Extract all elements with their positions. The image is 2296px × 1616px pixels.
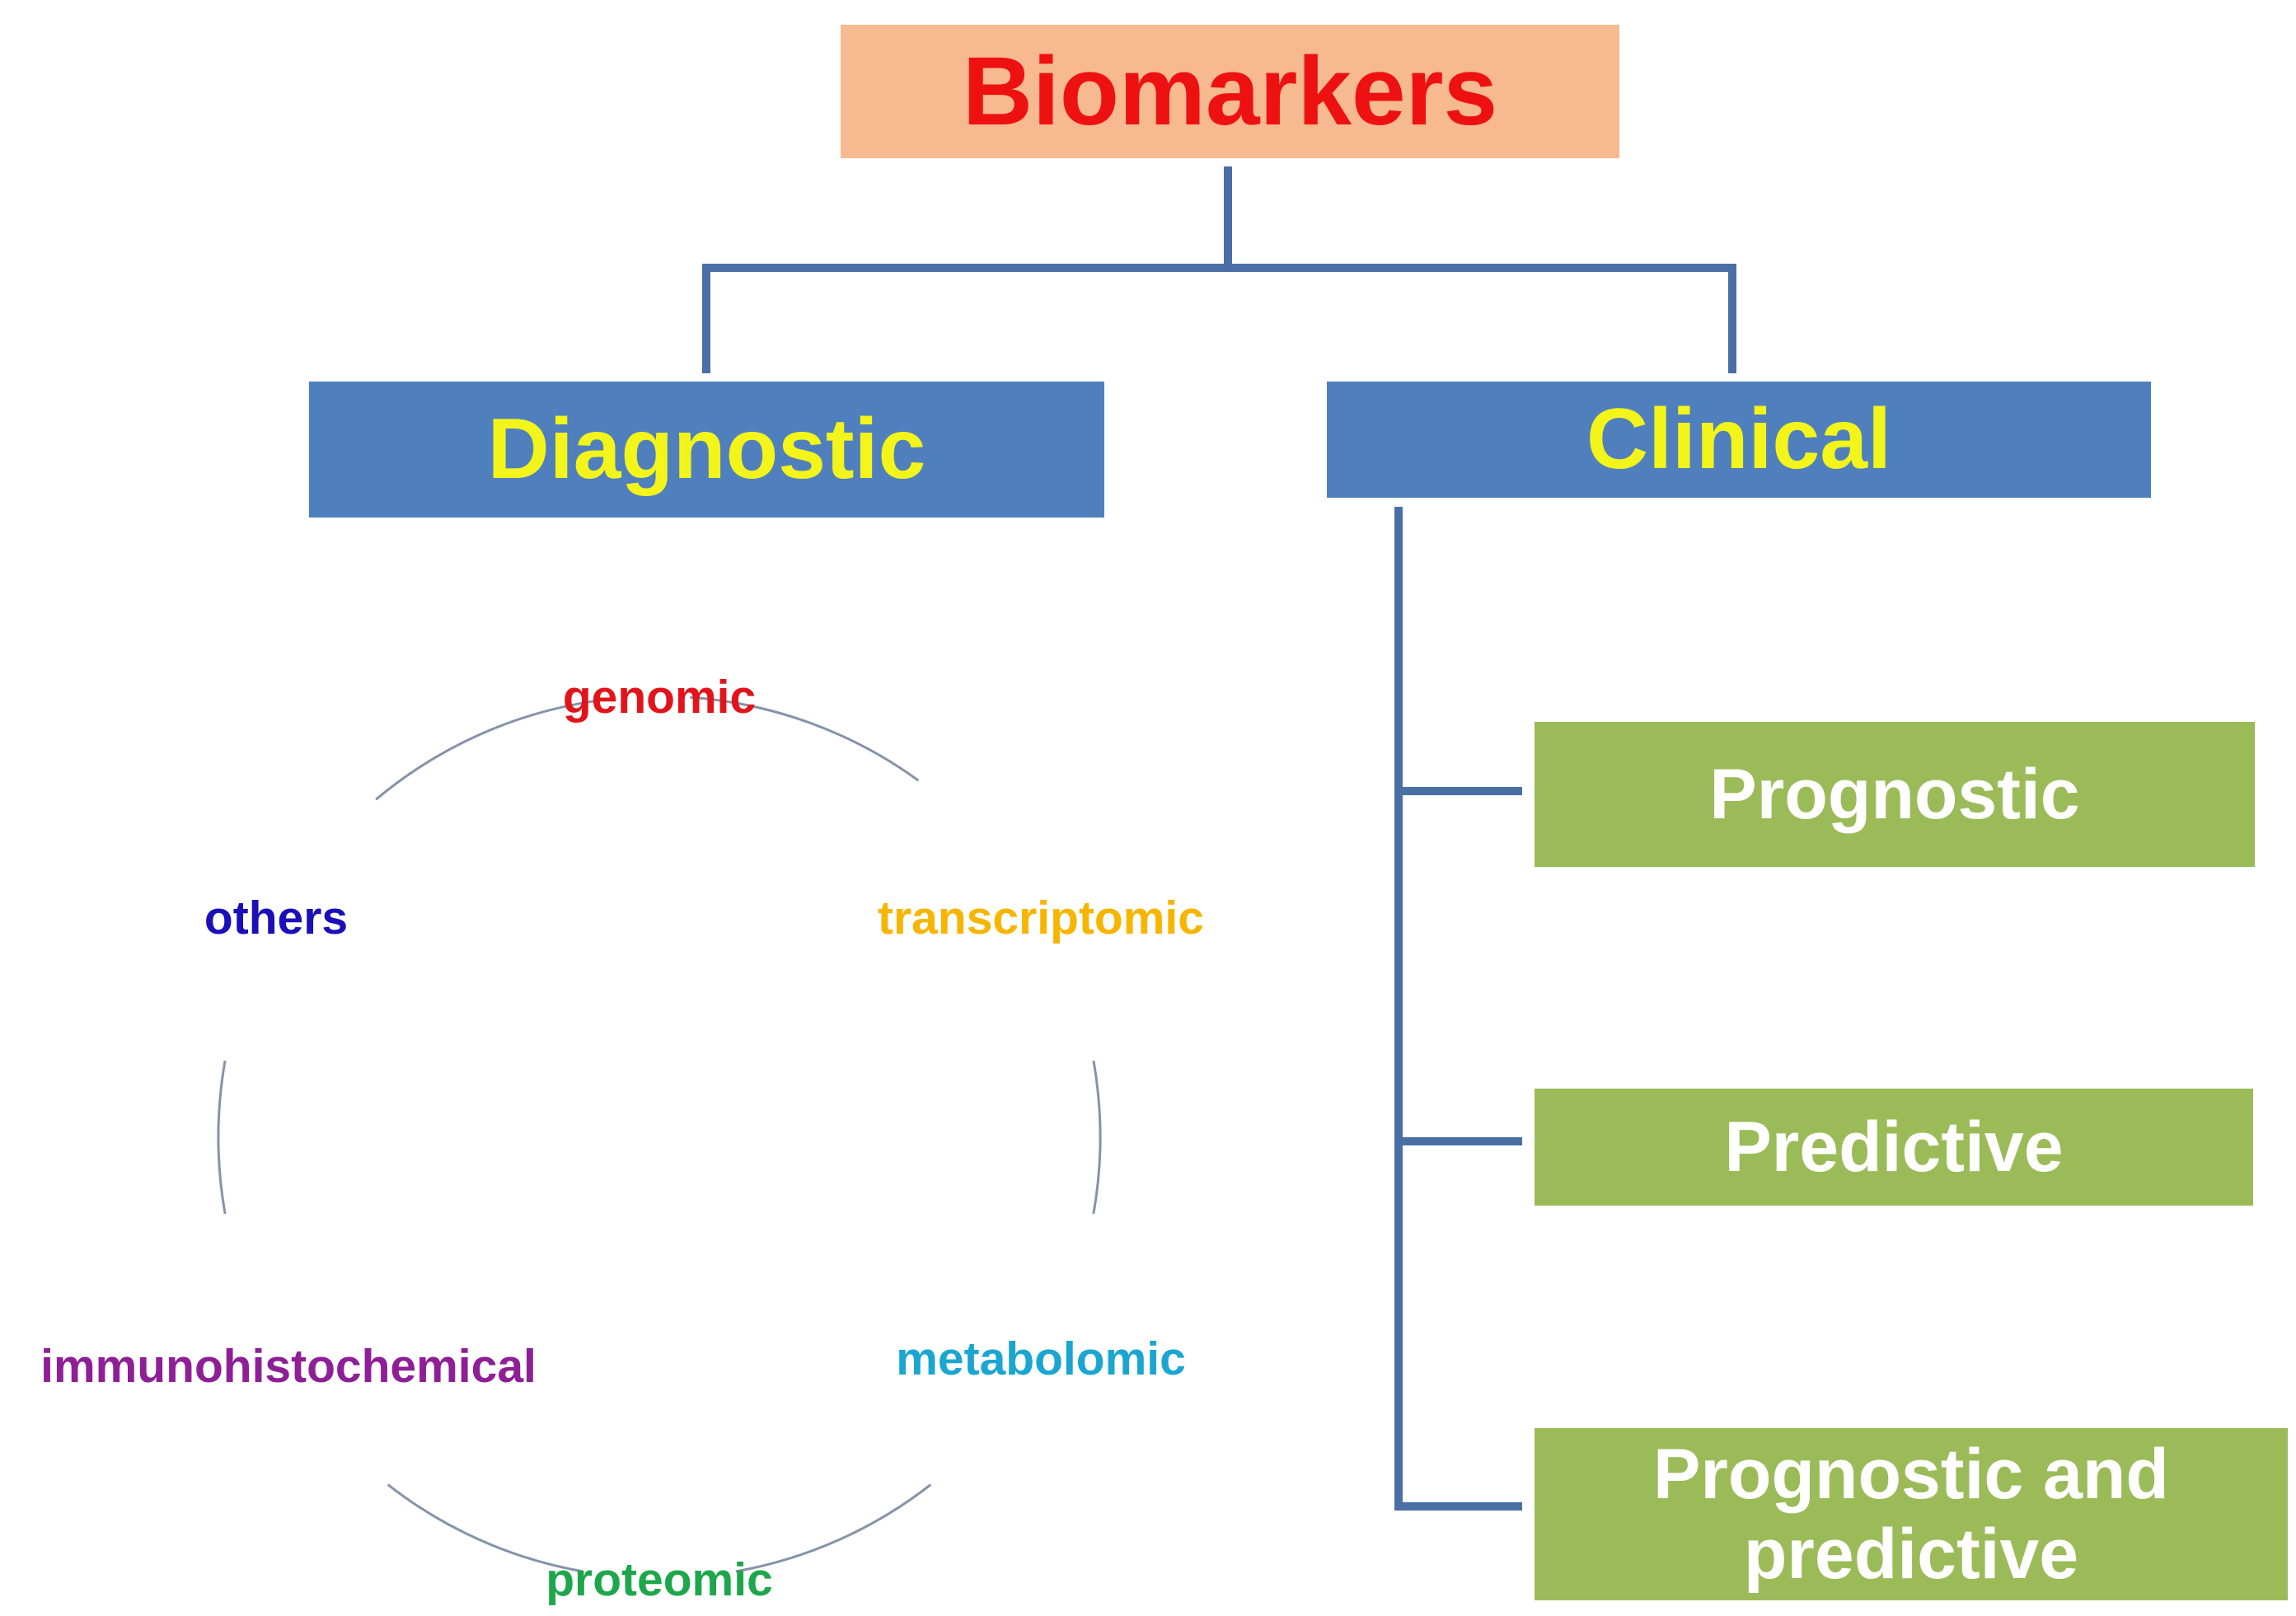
cycle-label-genomic: genomic: [562, 671, 757, 724]
clinical-label: Clinical: [1586, 391, 1891, 487]
clinical-box: Clinical: [1327, 382, 2151, 498]
arc-genomic-transcriptomic: [690, 696, 920, 782]
predictive-label: Predictive: [1724, 1107, 2064, 1187]
arc-transcriptomic-metabolomic: [1092, 1060, 1102, 1215]
cycle-label-immunohistochemical: immunohistochemical: [40, 1340, 537, 1393]
prognostic-and-predictive-label: Prognostic and predictive: [1653, 1435, 2169, 1594]
root-label: Biomarkers: [962, 37, 1498, 146]
prognostic-box: Prognostic: [1535, 722, 2255, 867]
arc-immunohistochemical-others: [217, 1060, 227, 1215]
diagnostic-box: Diagnostic: [309, 382, 1104, 518]
cycle-label-transcriptomic: transcriptomic: [878, 892, 1204, 944]
cycle-label-others: others: [204, 892, 349, 944]
cycle-label-proteomic: proteomic: [546, 1553, 773, 1606]
arc-metabolomic-proteomic: [735, 1483, 932, 1573]
diagnostic-label: Diagnostic: [487, 401, 926, 497]
arc-proteomic-immunohistochemical: [387, 1483, 583, 1573]
biomarkers-root-box: Biomarkers: [841, 25, 1619, 158]
prognostic-label: Prognostic: [1709, 754, 2080, 834]
cycle-arcs: [217, 696, 1102, 1573]
cycle-label-metabolomic: metabolomic: [896, 1333, 1186, 1385]
predictive-box: Predictive: [1535, 1089, 2253, 1206]
arc-others-genomic: [375, 699, 598, 801]
prognostic-and-predictive-box: Prognostic and predictive: [1535, 1428, 2288, 1600]
